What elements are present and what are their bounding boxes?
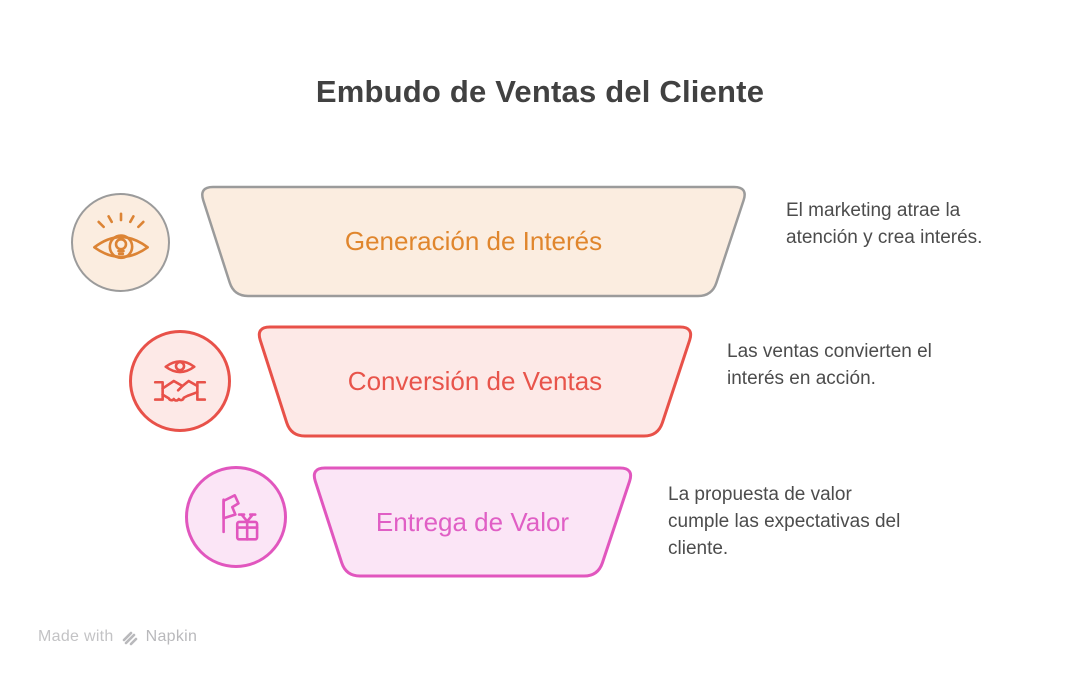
napkin-logo-icon xyxy=(122,631,137,646)
stage-icon-badge xyxy=(71,193,170,292)
eye-handshake-icon xyxy=(153,360,207,402)
stage-label: Generación de Interés xyxy=(344,226,603,256)
trapezoid-shape xyxy=(201,185,746,298)
made-with-napkin: Made with Napkin xyxy=(38,628,197,646)
stage-icon-badge xyxy=(185,466,287,568)
stage-description: La propuesta de valor cumple las expecta… xyxy=(668,484,901,559)
stage-icon-badge xyxy=(129,330,231,432)
stage-description: El marketing atrae la atención y crea in… xyxy=(786,200,983,248)
eye-lightbulb-icon xyxy=(92,212,149,259)
flag-gift-icon xyxy=(222,493,259,541)
napkin-brand-label: Napkin xyxy=(145,628,198,645)
stage-label: Conversión de Ventas xyxy=(347,366,603,396)
trapezoid-shape xyxy=(312,466,633,578)
stage-label: Entrega de Valor xyxy=(375,506,570,537)
made-with-label: Made with xyxy=(38,628,114,645)
page-title: Embudo de Ventas del Cliente xyxy=(315,74,765,109)
stage-description: Las ventas convierten el interés en acci… xyxy=(727,341,932,389)
trapezoid-shape xyxy=(257,325,693,438)
